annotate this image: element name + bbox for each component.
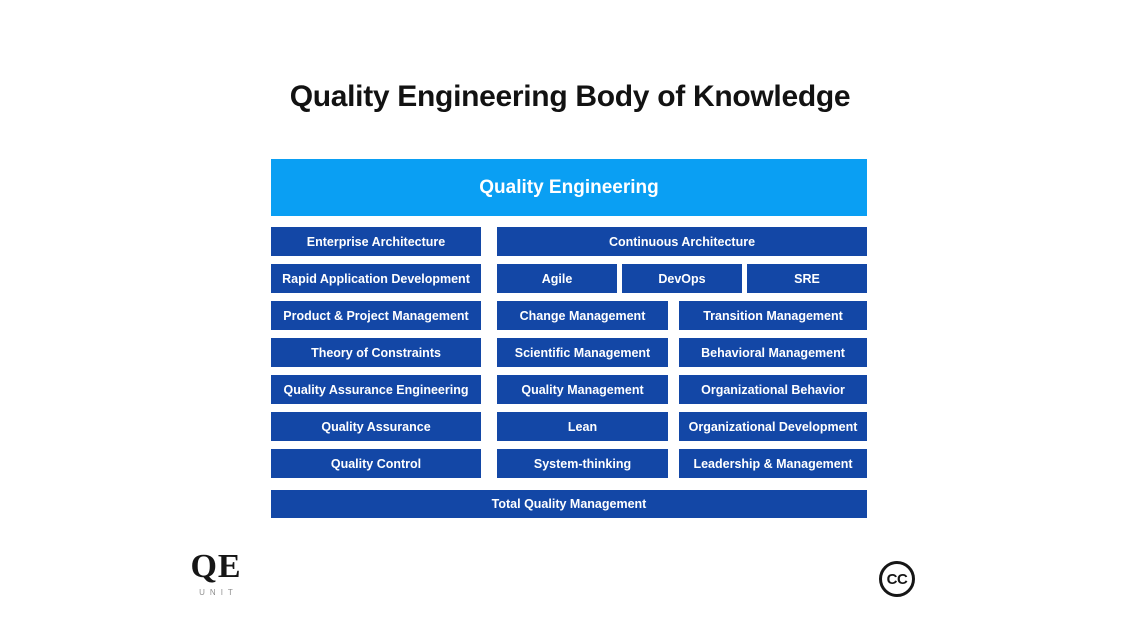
box-quality-assurance-engineering: Quality Assurance Engineering	[271, 375, 481, 404]
row-agile-devops-sre: Agile DevOps SRE	[497, 264, 867, 293]
box-system-thinking: System-thinking	[497, 449, 668, 478]
box-organizational-behavior: Organizational Behavior	[679, 375, 867, 404]
right-column: Continuous Architecture Agile DevOps SRE…	[497, 227, 867, 478]
row-systemthinking-leadership: System-thinking Leadership & Management	[497, 449, 867, 478]
box-leadership-management: Leadership & Management	[679, 449, 867, 478]
box-organizational-development: Organizational Development	[679, 412, 867, 441]
box-quality-management: Quality Management	[497, 375, 668, 404]
left-column: Enterprise Architecture Rapid Applicatio…	[271, 227, 481, 478]
box-lean: Lean	[497, 412, 668, 441]
box-devops: DevOps	[622, 264, 742, 293]
box-agile: Agile	[497, 264, 617, 293]
box-continuous-architecture: Continuous Architecture	[497, 227, 867, 256]
row-scientific-behavioral: Scientific Management Behavioral Managem…	[497, 338, 867, 367]
box-sre: SRE	[747, 264, 867, 293]
box-product-project-management: Product & Project Management	[271, 301, 481, 330]
row-lean-orgdevelopment: Lean Organizational Development	[497, 412, 867, 441]
page-title: Quality Engineering Body of Knowledge	[289, 80, 851, 113]
box-transition-management: Transition Management	[679, 301, 867, 330]
box-rapid-application-development: Rapid Application Development	[271, 264, 481, 293]
box-theory-of-constraints: Theory of Constraints	[271, 338, 481, 367]
qe-unit-logo: QE UNIT	[188, 548, 244, 598]
row-change-transition: Change Management Transition Management	[497, 301, 867, 330]
quality-engineering-header: Quality Engineering	[271, 159, 867, 216]
row-quality-orgbehavior: Quality Management Organizational Behavi…	[497, 375, 867, 404]
creative-commons-icon: CC	[879, 561, 915, 597]
box-scientific-management: Scientific Management	[497, 338, 668, 367]
box-quality-assurance: Quality Assurance	[271, 412, 481, 441]
box-quality-control: Quality Control	[271, 449, 481, 478]
creative-commons-icon-letters: CC	[886, 570, 908, 588]
box-change-management: Change Management	[497, 301, 668, 330]
box-behavioral-management: Behavioral Management	[679, 338, 867, 367]
qe-logo-subtext: UNIT	[199, 588, 238, 597]
qe-logo-text: QE	[190, 548, 242, 585]
box-enterprise-architecture: Enterprise Architecture	[271, 227, 481, 256]
box-total-quality-management: Total Quality Management	[271, 490, 867, 518]
